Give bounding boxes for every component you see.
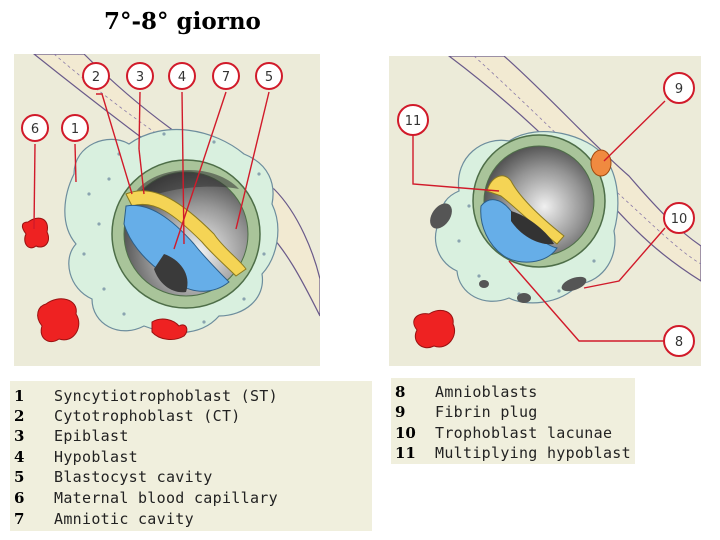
svg-text:8: 8 <box>675 335 683 350</box>
callout-4: 4 <box>168 62 196 90</box>
callouts-left: 2 3 4 7 5 6 1 <box>21 62 283 142</box>
svg-text:4: 4 <box>178 70 186 85</box>
legend-label: Syncytiotrophoblast (ST) <box>54 387 278 405</box>
legend-label: Amniotic cavity <box>54 510 194 528</box>
maternal-blood-capillary <box>413 309 455 349</box>
svg-text:5: 5 <box>265 70 273 85</box>
legend-number: 10 <box>395 424 416 442</box>
callout-9: 9 <box>663 72 695 104</box>
legend-number: 1 <box>14 387 25 405</box>
svg-text:1: 1 <box>71 122 79 137</box>
legend-number: 5 <box>14 468 25 486</box>
legend-number: 11 <box>395 444 416 462</box>
fibrin-plug <box>590 149 612 177</box>
right-implantation-diagram: 9 11 10 8 <box>397 55 702 357</box>
svg-text:6: 6 <box>31 122 39 137</box>
legend-right: 8 Amnioblasts 9 Fibrin plug 10 Trophobla… <box>391 378 635 464</box>
amniotic-cavity <box>134 170 239 204</box>
maternal-blood-capillary <box>151 318 188 340</box>
callout-3: 3 <box>126 62 154 90</box>
svg-text:2: 2 <box>92 70 100 85</box>
callout-6: 6 <box>21 114 49 142</box>
right-diagram-panel: 9 11 10 8 <box>389 55 702 366</box>
amniotic-cavity <box>511 211 554 245</box>
svg-text:10: 10 <box>671 212 688 227</box>
legend-number: 8 <box>395 383 406 401</box>
trophoblast-lacuna <box>479 280 489 288</box>
epiblast-layer <box>125 190 247 277</box>
trophoblast-lacuna <box>517 293 531 303</box>
left-diagram-panel: 2 3 4 7 5 6 1 <box>14 53 321 366</box>
legend-number: 7 <box>14 510 25 528</box>
callout-10: 10 <box>663 202 695 234</box>
callout-1: 1 <box>61 114 89 142</box>
maternal-blood-capillary <box>37 298 80 343</box>
maternal-blood-capillary <box>21 217 50 249</box>
legend-label: Cytotrophoblast (CT) <box>54 407 241 425</box>
legend-number: 4 <box>14 448 25 466</box>
epiblast-layer <box>486 175 565 245</box>
trophoblast-lacuna <box>561 276 587 292</box>
legend-label: Maternal blood capillary <box>54 489 278 507</box>
legend-label: Amnioblasts <box>435 383 538 401</box>
hypoblast-layer <box>123 204 230 292</box>
legend-number: 3 <box>14 427 25 445</box>
callout-11: 11 <box>397 104 429 136</box>
legend-number: 6 <box>14 489 25 507</box>
svg-text:11: 11 <box>405 114 422 129</box>
callout-2: 2 <box>82 62 110 90</box>
legend-label: Trophoblast lacunae <box>435 424 613 442</box>
legend-label: Epiblast <box>54 427 129 445</box>
callout-7: 7 <box>212 62 240 90</box>
callout-5: 5 <box>255 62 283 90</box>
svg-text:3: 3 <box>136 70 144 85</box>
left-implantation-diagram: 2 3 4 7 5 6 1 <box>21 53 321 343</box>
svg-text:9: 9 <box>675 82 683 97</box>
svg-text:7: 7 <box>222 70 230 85</box>
legend-number: 9 <box>395 403 406 421</box>
legend-label: Multiplying hypoblast <box>435 444 631 462</box>
page-title: 7°-8° giorno <box>104 8 261 35</box>
legend-label: Blastocyst cavity <box>54 468 213 486</box>
callout-8: 8 <box>663 325 695 357</box>
legend-label: Fibrin plug <box>435 403 538 421</box>
hypoblast-layer <box>480 199 558 263</box>
legend-number: 2 <box>14 407 25 425</box>
legend-left: 1 Syncytiotrophoblast (ST) 2 Cytotrophob… <box>10 381 372 531</box>
legend-label: Hypoblast <box>54 448 138 466</box>
callouts-right: 9 11 10 8 <box>397 72 695 357</box>
trophoblast-lacuna <box>430 203 452 229</box>
